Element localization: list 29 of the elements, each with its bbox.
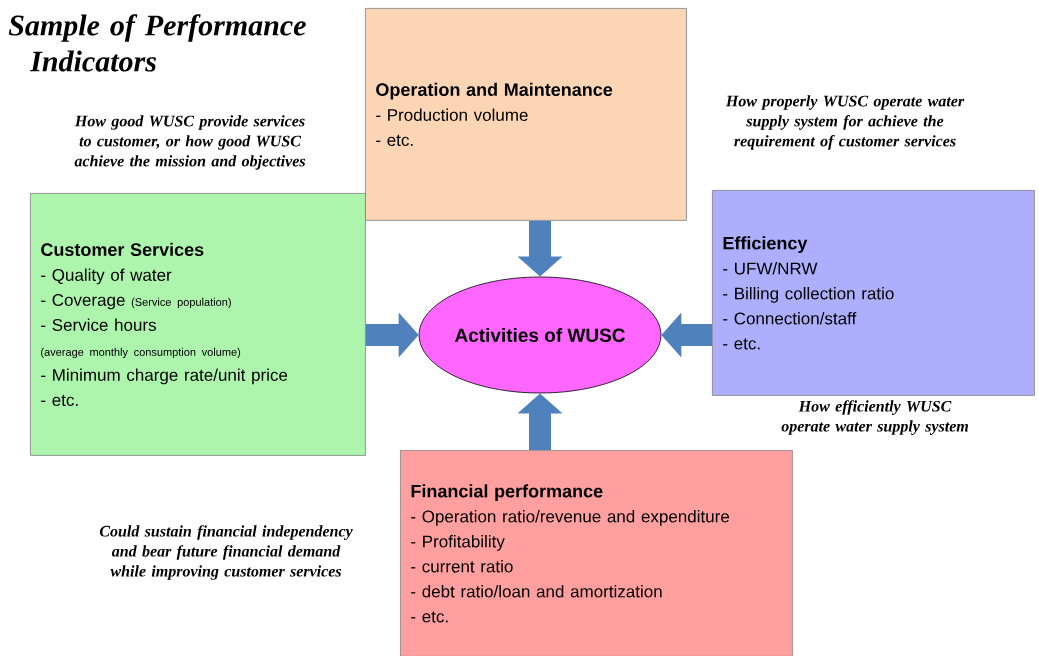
heading: Customer Services bbox=[41, 242, 204, 256]
note-text: (Service population) bbox=[131, 297, 231, 309]
list-item: - Operation ratio/revenue and expenditure bbox=[411, 510, 729, 526]
caption-text: How properly WUSC operate water supply system for achieve the requirement of customer services bbox=[725, 95, 965, 150]
list-item: - etc. bbox=[723, 338, 760, 350]
list-item: - Service hours bbox=[41, 318, 156, 331]
list-item: - Profitability bbox=[411, 535, 505, 551]
caption-text: Could sustain financial independency and bear future financial demand while improving customer services bbox=[99, 525, 353, 580]
heading: Efficiency bbox=[723, 236, 808, 254]
ellipse-shape bbox=[418, 276, 662, 394]
list-item: - Quality of water bbox=[41, 268, 172, 285]
caption-text: How efficiently WUSC operate water supply system bbox=[781, 400, 968, 435]
list-item: - Production volume bbox=[376, 108, 528, 121]
list-item: - etc. bbox=[376, 134, 413, 146]
list-item: - Connection/staff bbox=[723, 312, 857, 325]
list-item: - current ratio bbox=[411, 560, 513, 573]
heading: Financial performance bbox=[411, 484, 603, 502]
list-item: - etc. bbox=[411, 611, 448, 623]
list-item: - Coverage bbox=[41, 293, 125, 310]
caption-text: How good WUSC provide services to customer, or how good WUSC achieve the mission and objectives bbox=[74, 115, 306, 170]
list-item: - UFW/NRW bbox=[723, 262, 818, 275]
list-item: - debt ratio/loan and amortization bbox=[411, 585, 662, 598]
list-item: - Billing collection ratio bbox=[723, 287, 894, 303]
title: Sample of Performance Indicators bbox=[8, 14, 306, 72]
list-item: - Minimum charge rate/unit price bbox=[41, 368, 288, 385]
heading: Operation and Maintenance bbox=[376, 82, 613, 100]
label-text: Activities of WUSC bbox=[454, 328, 625, 342]
list-item: - etc. bbox=[41, 394, 78, 406]
note-text: (average monthly consumption volume) bbox=[41, 347, 241, 359]
